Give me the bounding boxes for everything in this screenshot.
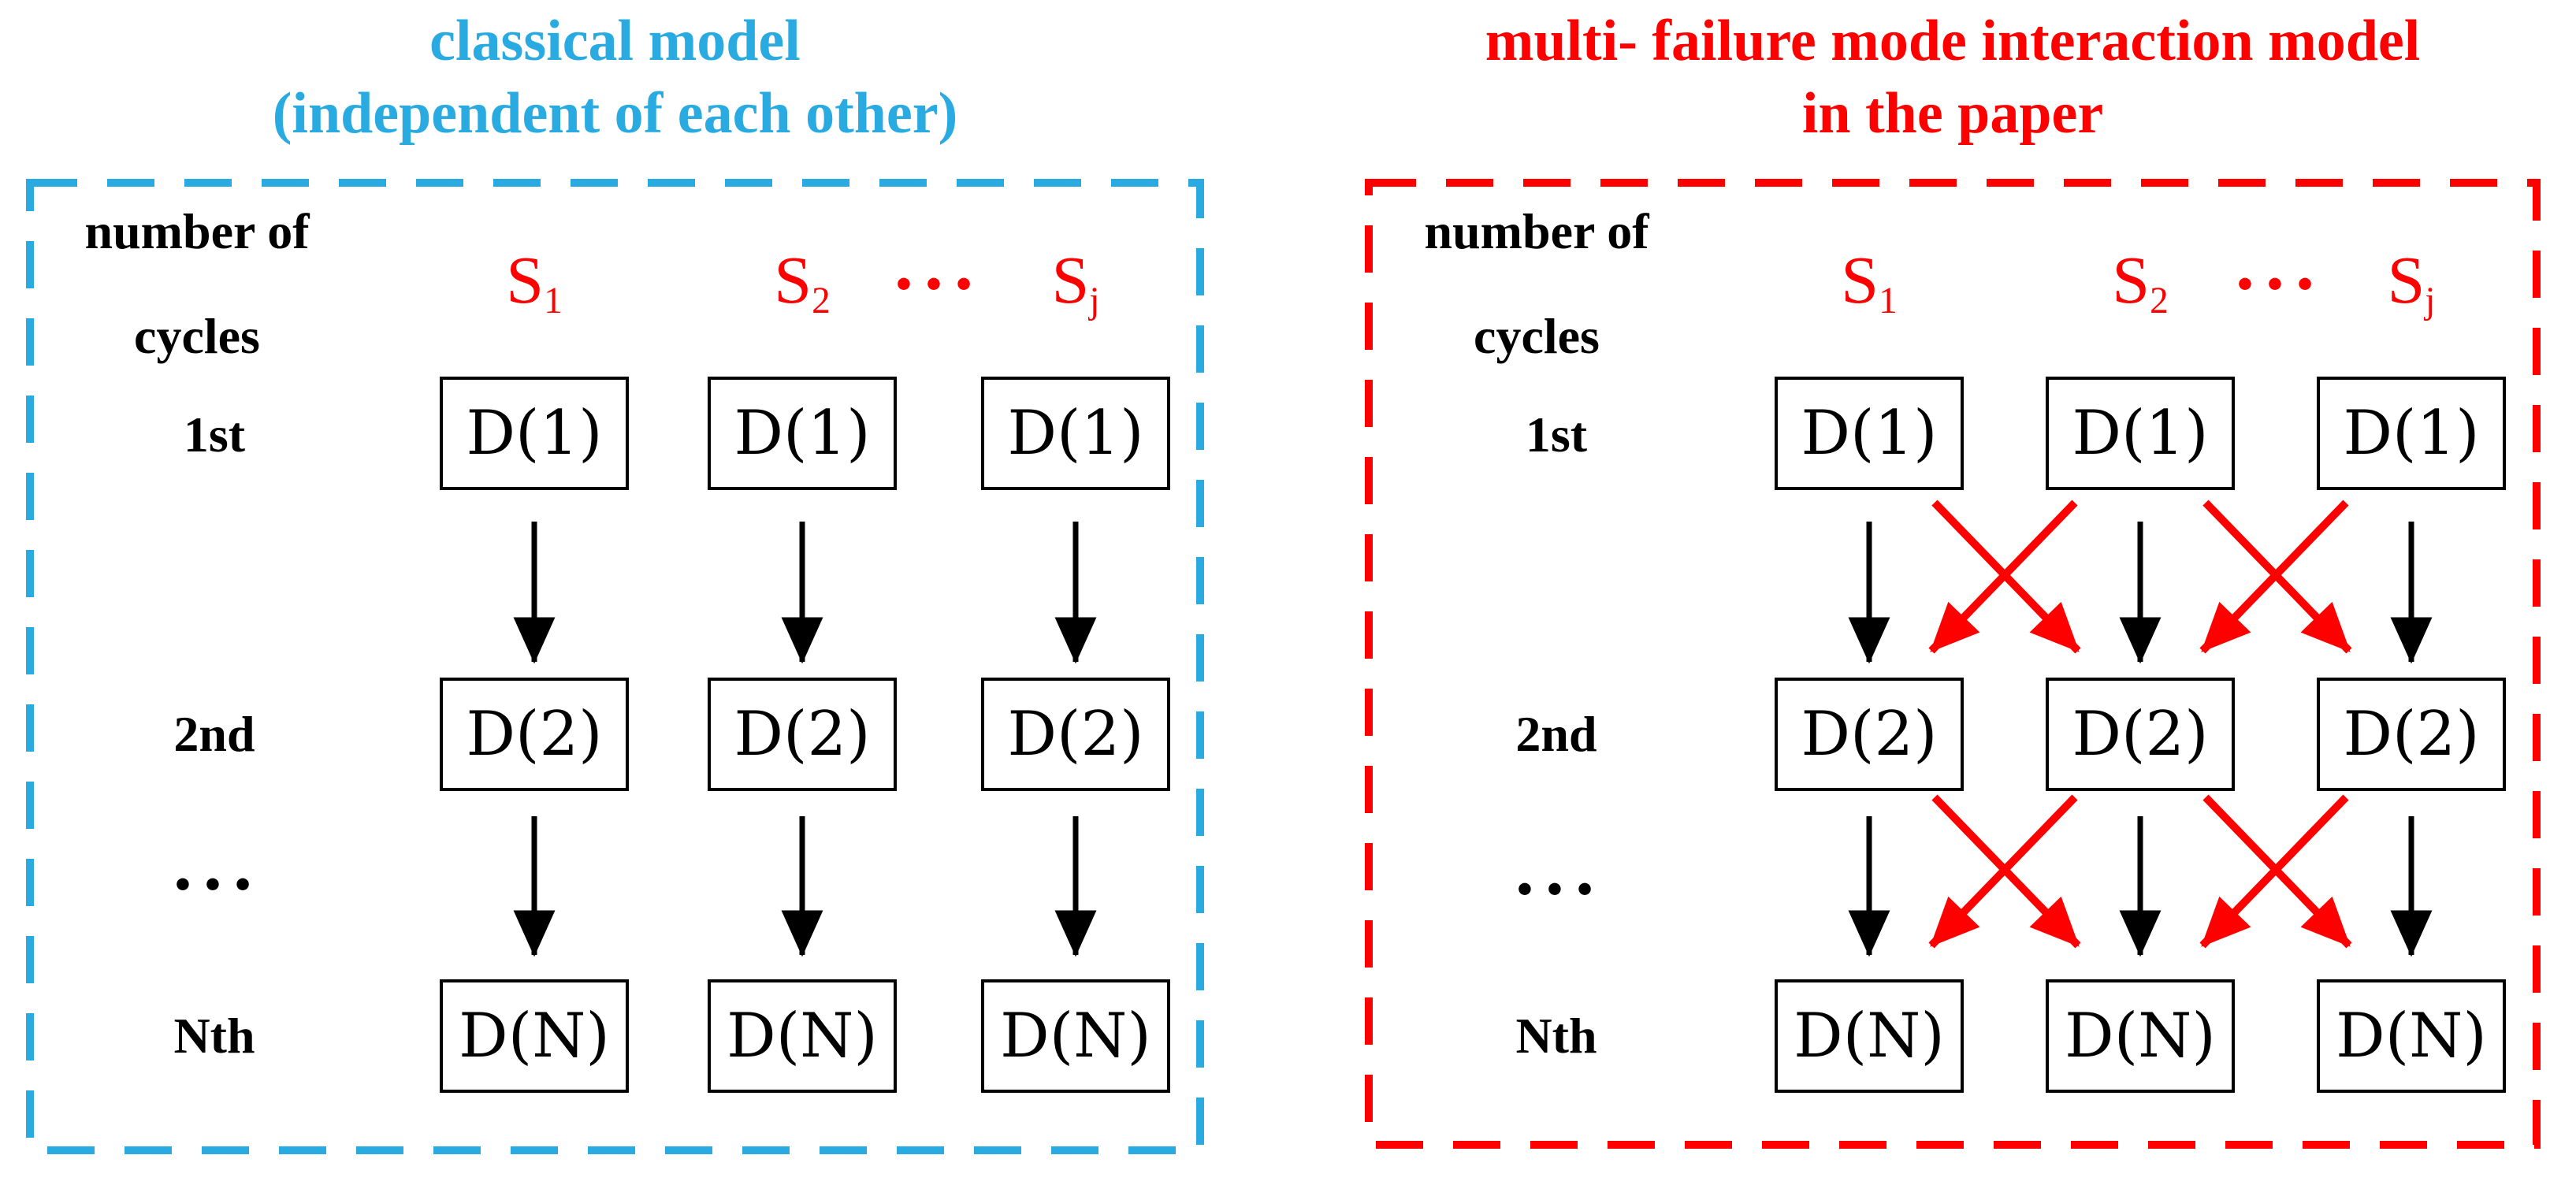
interaction-model-title: multi- failure mode interaction model in… — [1365, 5, 2541, 150]
left-header-number-of: number of — [84, 203, 310, 259]
right-row-label-2nd: 2nd — [1515, 706, 1597, 762]
left-row-label-nth: Nth — [173, 1008, 255, 1064]
sj-base: S — [1051, 241, 1090, 318]
damage-box-left-rNc3: D(N) — [981, 979, 1170, 1093]
damage-box-label: D(N) — [1000, 1001, 1151, 1072]
right-row-label-dots: ••• — [1513, 870, 1604, 911]
damage-box-left-r1c3: D(1) — [981, 377, 1170, 490]
damage-box-right-rNc1: D(N) — [1775, 979, 1964, 1093]
classical-model-title-line2: (independent of each other) — [272, 81, 958, 146]
damage-box-left-r1c2: D(1) — [708, 377, 897, 490]
right-column-header-dots: ••• — [2233, 265, 2325, 306]
left-column-header-sj: Sj — [1052, 240, 1100, 322]
damage-box-label: D(2) — [2072, 699, 2209, 770]
damage-box-label: D(1) — [2072, 398, 2209, 469]
cross-arrow — [2199, 794, 2349, 949]
damage-box-right-r2c2: D(2) — [2046, 678, 2235, 791]
damage-box-right-rNc2: D(N) — [2046, 979, 2235, 1093]
s1-base: S — [1841, 241, 1879, 318]
damage-box-label: D(N) — [2065, 1001, 2216, 1072]
damage-box-right-r2c3: D(2) — [2317, 678, 2506, 791]
interaction-cross-arrows — [1928, 500, 2352, 949]
s1-sub: 1 — [544, 280, 563, 322]
damage-box-right-r2c1: D(2) — [1775, 678, 1964, 791]
damage-box-label: D(N) — [459, 1001, 610, 1072]
right-column-header-sj: Sj — [2388, 240, 2436, 322]
damage-box-label: D(N) — [2336, 1001, 2487, 1072]
damage-box-label: D(1) — [466, 398, 603, 469]
damage-box-label: D(1) — [1801, 398, 1938, 469]
s1-sub: 1 — [1879, 280, 1898, 322]
damage-box-right-r1c3: D(1) — [2317, 377, 2506, 490]
right-column-header-s2: S2 — [2112, 240, 2169, 322]
damage-box-label: D(2) — [2343, 699, 2480, 770]
right-row-label-nth: Nth — [1515, 1008, 1597, 1064]
sj-sub: j — [2425, 280, 2436, 322]
damage-box-label: D(1) — [1007, 398, 1144, 469]
damage-box-label: D(2) — [466, 699, 603, 770]
damage-box-left-r1c1: D(1) — [440, 377, 629, 490]
cross-arrow — [1928, 500, 2078, 654]
damage-box-label: D(2) — [734, 699, 871, 770]
damage-box-left-r2c2: D(2) — [708, 678, 897, 791]
damage-box-label: D(2) — [1801, 699, 1938, 770]
damage-box-left-rNc1: D(N) — [440, 979, 629, 1093]
damage-box-right-r1c2: D(1) — [2046, 377, 2235, 490]
damage-box-left-rNc2: D(N) — [708, 979, 897, 1093]
damage-box-label: D(2) — [1007, 699, 1144, 770]
damage-box-label: D(1) — [2343, 398, 2480, 469]
damage-box-right-rNc3: D(N) — [2317, 979, 2506, 1093]
right-header-number-of: number of — [1424, 203, 1649, 259]
s2-sub: 2 — [2150, 280, 2169, 322]
left-header-cycles: cycles — [134, 308, 260, 364]
damage-box-label: D(N) — [727, 1001, 878, 1072]
left-column-header-s1: S1 — [506, 240, 563, 322]
damage-box-label: D(N) — [1794, 1001, 1945, 1072]
s2-sub: 2 — [812, 280, 831, 322]
sj-sub: j — [1089, 280, 1100, 322]
classical-model-title-line1: classical model — [429, 9, 801, 73]
s1-base: S — [506, 241, 545, 318]
damage-box-left-r2c3: D(2) — [981, 678, 1170, 791]
left-column-header-s2: S2 — [774, 240, 831, 322]
s2-base: S — [2112, 241, 2150, 318]
sj-base: S — [2387, 241, 2425, 318]
damage-box-right-r1c1: D(1) — [1775, 377, 1964, 490]
interaction-down-arrows — [1848, 522, 2433, 957]
interaction-model-title-line1: multi- failure mode interaction model — [1485, 9, 2421, 73]
damage-box-left-r2c1: D(2) — [440, 678, 629, 791]
left-row-label-dots: ••• — [171, 865, 262, 906]
cross-arrow — [2199, 500, 2349, 654]
right-column-header-s1: S1 — [1841, 240, 1898, 322]
right-row-label-1st: 1st — [1525, 407, 1588, 462]
left-row-label-2nd: 2nd — [173, 706, 255, 762]
s2-base: S — [774, 241, 812, 318]
interaction-panel-border — [1365, 179, 2541, 1149]
damage-box-label: D(1) — [734, 398, 871, 469]
classical-down-arrows — [513, 522, 1097, 957]
left-column-header-dots: ••• — [892, 265, 983, 306]
classical-panel-border — [26, 179, 1204, 1154]
cross-arrow — [1928, 794, 2078, 949]
right-header-cycles: cycles — [1474, 308, 1600, 364]
classical-model-title: classical model (independent of each oth… — [26, 5, 1204, 150]
interaction-model-title-line2: in the paper — [1801, 81, 2104, 146]
left-row-label-1st: 1st — [183, 407, 246, 462]
